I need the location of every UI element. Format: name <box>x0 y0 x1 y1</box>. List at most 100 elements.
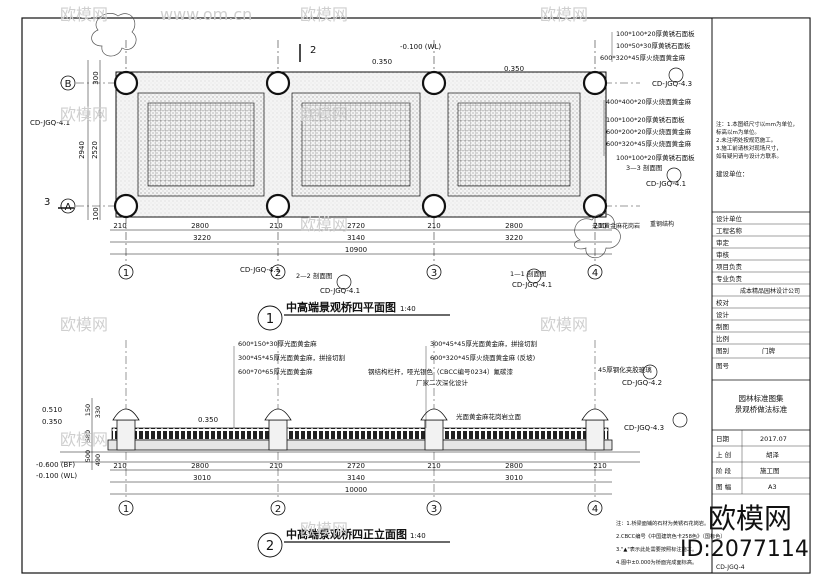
title-block: 注：1.本图纸尺寸以mm为单位， 标高以m为单位。 2.未注明处按规范施工。 3… <box>616 17 811 574</box>
elevation-levels: 0.510 0.350 -0.600 (BF) -0.100 (WL) 0.35… <box>36 406 218 480</box>
elev-level-3: -0.600 (BF) <box>36 461 75 469</box>
title-row-3: 审定 <box>716 238 730 247</box>
plan-column-posts <box>113 70 608 219</box>
elevation-col-bubbles: 1 2 3 4 <box>118 500 603 516</box>
elev-grid-col-4: 4 <box>592 504 598 515</box>
stage-label: 阶 段 <box>716 466 732 475</box>
plan-level-a: -0.100 (WL) <box>400 43 441 51</box>
plan-note-bottom2: 重钢结构 <box>650 220 674 228</box>
plan-dimensions-left: 300 2940 2520 100 <box>78 60 101 221</box>
plan-dim-5: 210 <box>427 222 440 230</box>
title-note-2: 标高以m为单位。 <box>716 128 760 136</box>
detail-ref-6: 1—1 剖面图 <box>510 269 546 278</box>
plan-scale: 1:40 <box>400 305 416 313</box>
title-row-6: 专业负责 <box>716 274 743 283</box>
title-notes: 注：1.本图纸尺寸以mm为单位， 标高以m为单位。 2.未注明处按规范施工。 3… <box>716 120 798 178</box>
section-mark-3: 3 <box>44 197 50 208</box>
elev-callout-1: 600*150*30厚光面黄金麻 <box>238 339 317 348</box>
plan-level-c: 0.350 <box>504 65 524 73</box>
elev-left-dim-2: 330 <box>94 406 102 418</box>
elev-detail-2: CD-JGQ-4.3 <box>624 424 664 432</box>
elev-callout-5: 600*320*45厚火烧面黄金麻 (反坡) <box>430 353 535 362</box>
watermark-brand-8: 欧模网 <box>540 315 588 334</box>
brand-logo-watermark: 欧模网 ID:2077114 <box>680 502 809 562</box>
detail-ref-1: CD-JGQ-4.1 <box>30 119 70 127</box>
elev-grid-col-2: 2 <box>275 504 281 515</box>
date-value: 2017.07 <box>760 435 787 443</box>
section-mark-2: 2 <box>310 45 316 56</box>
elev-left-dim-5: 490 <box>94 454 102 466</box>
plan-dim-1: 210 <box>113 222 126 230</box>
title-meta: 日期 2017.07 上 创 胡泽 阶 段 施工图 图 幅 A3 <box>712 430 810 495</box>
name-label: 上 创 <box>716 450 731 459</box>
plan-callouts: 100*100*20厚黄锈石面板 100*50*30厚黄锈石面板 600*320… <box>600 29 695 162</box>
plan-dim-6: 2800 <box>505 222 523 230</box>
plan-subdim-1: 3220 <box>193 234 211 242</box>
plan-note-bottom: 光面黄金麻花岗岩 <box>592 222 640 230</box>
elev-dim-7: 210 <box>593 462 606 470</box>
plan-dimensions-bottom: 210 2800 210 2720 210 2800 210 3220 3140… <box>110 222 612 255</box>
elev-callout-right: 45厚钢化夹胶玻璃 <box>598 365 652 374</box>
watermark-brand-6: 欧模网 <box>300 215 348 234</box>
title-row-11: 图别 <box>716 346 729 355</box>
elevation-title-number: 2 <box>266 539 274 554</box>
elevation-railing <box>111 427 609 441</box>
elevation-dimensions: 210 2800 210 2720 210 2800 210 3010 3140… <box>110 462 612 495</box>
watermark-brand-2: 欧模网 <box>300 5 348 24</box>
plan-callout-7: 600*320*45厚火烧面黄金麻 <box>606 139 692 148</box>
elev-left-dim-3: 580 <box>84 430 92 442</box>
elev-callout-4: 300*45*45厚光面黄金麻，拼接切割 <box>430 339 537 348</box>
name-value: 胡泽 <box>766 450 780 459</box>
plan-title-block: 1 中高端景观桥四平面图 1:40 <box>257 300 450 331</box>
elev-dim-3: 210 <box>269 462 282 470</box>
elevation-deck-beam <box>107 439 613 451</box>
plan-bottom-notes: 光面黄金麻花岗岩 重钢结构 <box>592 220 674 230</box>
plan-col-bubbles: 1 2 3 4 <box>118 264 603 280</box>
watermark-brand-10: 欧模网 <box>300 520 348 539</box>
bottom-note-2: 2.CBCC编号《中国建筑色卡258色》（国标色） <box>616 532 726 540</box>
watermark-brand-7: 欧模网 <box>60 315 108 334</box>
elev-callout-2: 300*45*45厚光面黄金麻，拼接切割 <box>238 353 345 362</box>
elev-callout-rail2: 厂家二次深化设计 <box>416 378 469 387</box>
detail-ref-8: 3—3 剖面图 <box>626 163 662 172</box>
project-title: 园林标准图集 <box>739 393 784 403</box>
grid-row-b: B <box>65 79 72 90</box>
plan-row-bubbles: B A <box>60 75 76 214</box>
elev-dim-6: 2800 <box>505 462 523 470</box>
detail-ref-7: CD-JGQ-4.1 <box>512 281 552 289</box>
plan-left-dim-2: 2940 <box>78 141 86 159</box>
title-row-12: 图号 <box>716 362 730 370</box>
plan-callout-3: 600*320*45厚火烧面黄金麻 <box>600 53 686 62</box>
elev-dim-1: 210 <box>113 462 126 470</box>
plan-callout-5: 100*100*20厚黄锈石面板 <box>606 115 685 124</box>
bottom-note-1: 注：1.桥梁面铺的石材为黄锈石花岗岩。 <box>616 519 709 527</box>
plan-subdim-2: 3140 <box>347 234 365 242</box>
elevation-callouts: 600*150*30厚光面黄金麻 300*45*45厚光面黄金麻，拼接切割 60… <box>233 339 652 428</box>
elevation-view: 0.510 0.350 -0.600 (BF) -0.100 (WL) 0.35… <box>36 339 688 558</box>
plan-level-b: 0.350 <box>372 58 392 66</box>
date-label: 日期 <box>716 435 730 443</box>
watermark-brand-4: 欧模网 <box>60 105 108 124</box>
title-row-8: 设计 <box>716 310 730 319</box>
title-note-1: 注：1.本图纸尺寸以mm为单位， <box>716 120 798 128</box>
plant-sketch-right <box>573 213 621 259</box>
watermark-brand-5: 欧模网 <box>300 105 348 124</box>
plan-dim-7: 210 <box>593 222 606 230</box>
plan-callout-8: 100*100*20厚黄锈石面板 <box>616 153 695 162</box>
detail-ref-4: 2—2 剖面图 <box>296 271 332 280</box>
elev-grid-col-3: 3 <box>431 504 437 515</box>
title-note-right: 建设单位： <box>716 169 749 178</box>
brand-id-label: ID:2077114 <box>680 537 809 562</box>
watermark-brand-1: 欧模网 <box>60 5 108 24</box>
plan-left-dim-1: 300 <box>92 71 100 84</box>
title-note-3: 2.未注明处按规范施工。 <box>716 136 776 144</box>
elev-left-dim-4: 500 <box>84 450 92 462</box>
watermark-brand-3: 欧模网 <box>540 5 588 24</box>
plan-callout-2: 100*50*30厚黄锈石面板 <box>616 41 691 50</box>
elev-left-dim-1: 150 <box>84 404 92 416</box>
plan-levels: -0.100 (WL) 0.350 0.350 <box>372 43 524 73</box>
elevation-scale: 1:40 <box>410 532 426 540</box>
plan-callout-4: 400*400*20厚火烧面黄金麻 <box>606 97 692 106</box>
plant-sketch-left <box>91 13 137 57</box>
